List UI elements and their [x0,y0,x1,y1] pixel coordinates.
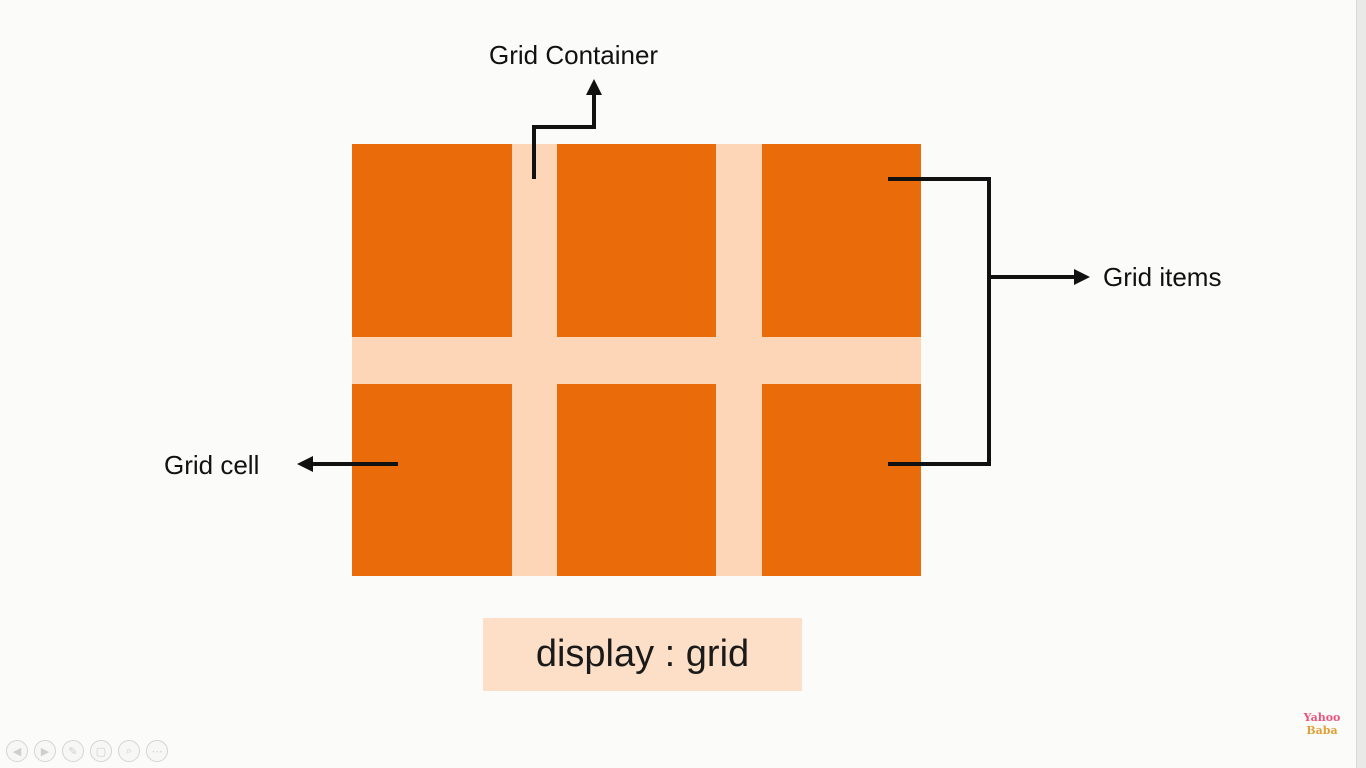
scrollbar[interactable] [1356,0,1366,768]
grid-item [762,384,921,576]
grid-item [557,144,716,337]
grid-items-bracket [888,177,991,466]
display-grid-text: display : grid [535,633,750,675]
watermark-line1: Yahoo [1303,711,1341,724]
grid-container-arrow [532,92,596,179]
slideshow-controls: ◀ ▶ ✎ ▢ ⌕ ⋯ [6,740,168,762]
more-icon[interactable]: ⋯ [146,740,168,762]
grid-item [762,144,921,337]
slides-icon[interactable]: ▢ [90,740,112,762]
grid-item [557,384,716,576]
display-grid-box: display : grid [483,618,802,691]
yahoo-baba-watermark: Yahoo Baba [1302,711,1342,737]
grid-item [352,144,512,337]
previous-icon[interactable]: ◀ [6,740,28,762]
grid-container-label: Grid Container [489,40,659,70]
next-icon[interactable]: ▶ [34,740,56,762]
grid-cell-label: Grid cell [164,450,260,480]
pen-icon[interactable]: ✎ [62,740,84,762]
watermark-line2: Baba [1306,724,1338,737]
grid-items-arrowhead [1074,269,1090,285]
grid-items-label: Grid items [1103,262,1222,292]
grid-cell-arrowhead [297,456,313,472]
zoom-icon[interactable]: ⌕ [118,740,140,762]
grid-container [352,144,921,576]
grid-cell [352,384,512,576]
grid-container-arrowhead [586,79,602,95]
